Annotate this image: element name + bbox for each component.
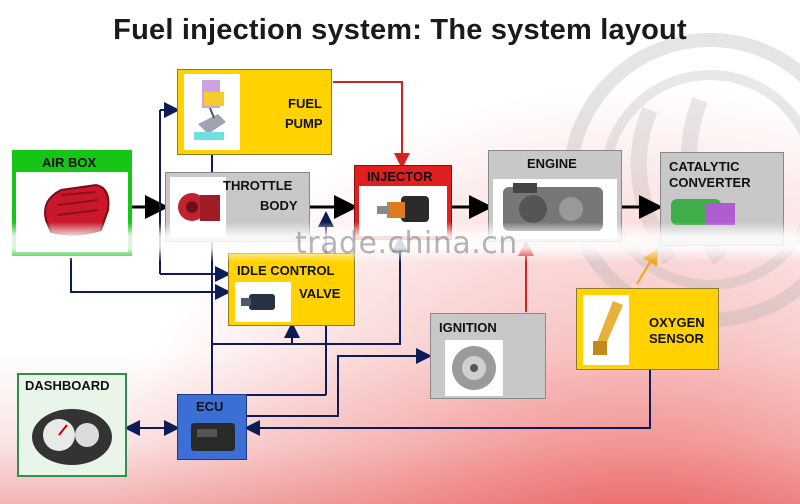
page-title: Fuel injection system: The system layout (113, 14, 687, 46)
airbox-to-idle-line (70, 258, 231, 300)
idle-control-valve-block: IDLE CONTROL VALVE (228, 253, 355, 326)
fuel-pump-label-2: PUMP (285, 116, 323, 131)
engine-block: ENGINE (488, 150, 622, 242)
fuel-line (333, 81, 410, 169)
ecu-icon (191, 423, 235, 451)
ecu-to-injector-line (212, 236, 408, 345)
ignition-block: IGNITION (430, 313, 546, 399)
oxygen-label-1: OXYGEN (649, 315, 705, 330)
fuel-pump-icon (194, 80, 226, 140)
throttle-label-2: BODY (260, 198, 298, 213)
fuel-pump-label-1: FUEL (288, 96, 322, 111)
catalytic-converter-icon (671, 199, 735, 225)
idle-label-2: VALVE (299, 286, 341, 301)
ecu-to-idle-valve-up (212, 322, 300, 345)
oxygen-sensor-block: OXYGEN SENSOR (576, 288, 719, 370)
idle-label-1: IDLE CONTROL (237, 263, 335, 278)
ignition-label: IGNITION (439, 320, 497, 335)
watermark-text: trade.china.cn (295, 226, 518, 261)
injector-icon (377, 196, 429, 222)
air-box-label: AIR BOX (42, 155, 97, 170)
throttle-body-icon (178, 193, 220, 221)
throttle-label-1: THROTTLE (223, 178, 293, 193)
ignition-icon (452, 346, 496, 390)
idle-valve-icon (241, 294, 275, 310)
ecu-block: ECU (177, 394, 247, 460)
catalytic-label-1: CATALYTIC (669, 159, 740, 174)
engine-icon (503, 183, 603, 231)
dashboard-block: DASHBOARD (17, 373, 127, 477)
oxygen-sensor-icon (593, 301, 623, 355)
fuel-pump-block: FUEL PUMP (177, 69, 332, 155)
injector-label: INJECTOR (367, 169, 433, 184)
dashboard-label: DASHBOARD (25, 378, 110, 393)
dashboard-icon (32, 409, 112, 465)
oxygen-to-ecu-line (244, 370, 651, 436)
ecu-label: ECU (196, 399, 224, 414)
ecu-to-ignition-line (246, 348, 432, 417)
oxygen-label-2: SENSOR (649, 331, 704, 346)
catalytic-label-2: CONVERTER (669, 175, 751, 190)
engine-label: ENGINE (527, 156, 577, 171)
watermark-band (0, 222, 800, 262)
